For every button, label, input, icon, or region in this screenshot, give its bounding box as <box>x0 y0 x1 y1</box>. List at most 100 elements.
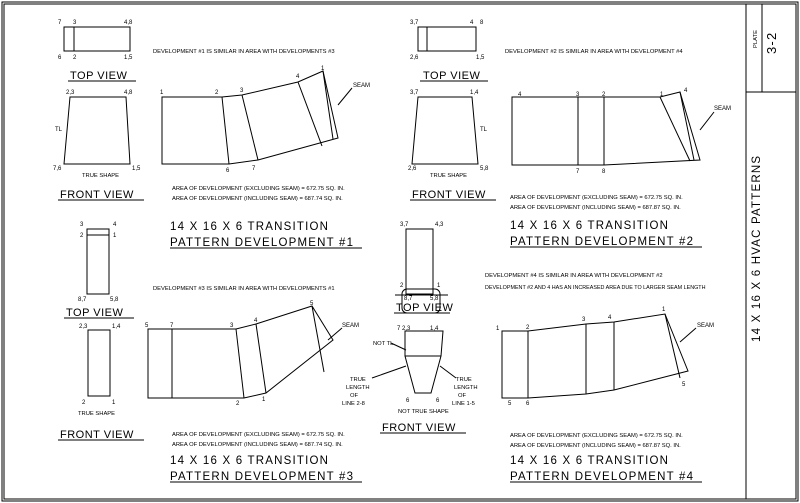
true-length-1-5-line4: LINE 1-5 <box>452 401 475 407</box>
fold-line <box>221 96 230 165</box>
top-view-2 <box>417 26 477 52</box>
seam-line <box>664 313 681 379</box>
dev1-heading-pattern: PATTERN DEVELOPMENT #1 <box>170 237 354 249</box>
top-view-1 <box>63 26 131 52</box>
seam-label: SEAM <box>353 83 370 89</box>
point-label: 7,6 <box>53 166 62 172</box>
point-label: 1,5 <box>132 166 141 172</box>
true-length-2-8-line4: LINE 2-8 <box>342 401 365 407</box>
dev3-heading-transition: 14 X 16 X 6 TRANSITION <box>170 455 329 467</box>
center-top-view <box>405 228 434 295</box>
quadrant-development-2: 3,7 4 8 2,6 1,5 TOP VIEW 3,7 1,4 TL 2,6 … <box>408 20 731 248</box>
point-label: 4 <box>470 20 474 26</box>
top-view-3-label: TOP VIEW <box>66 307 124 319</box>
point-label: 8,7 <box>404 296 413 302</box>
point-label: 5,8 <box>110 297 119 303</box>
point-label: 4,8 <box>124 90 133 96</box>
point-label: 1 <box>660 92 664 98</box>
point-label: 3,7 <box>410 20 419 26</box>
true-length-2-8-line2: LENGTH <box>346 385 370 391</box>
point-label: 7 <box>252 166 256 172</box>
true-length-1-5-line1: TRUE <box>456 377 472 383</box>
dev2-similar-note: DEVELOPMENT #2 IS SIMILAR IN AREA WITH D… <box>505 49 683 55</box>
true-length-1-5-line2: LENGTH <box>454 385 478 391</box>
point-label: 3 <box>73 20 77 26</box>
dev4-similar-note: DEVELOPMENT #4 IS SIMILAR IN AREA WITH D… <box>485 273 663 279</box>
seam-line <box>679 91 695 161</box>
true-shape-label: TRUE SHAPE <box>82 173 119 179</box>
front-view-3 <box>87 329 111 397</box>
quadrant-development-4: SEAM 1 2 3 4 1 5 5 6 DEVELOPMENT #4 IS S… <box>485 273 714 483</box>
point-label: 3,7 <box>400 222 409 228</box>
point-label: 2 <box>80 233 84 239</box>
front-view-2-label: FRONT VIEW <box>412 189 486 201</box>
point-label: 7 <box>170 323 174 329</box>
point-label: 1 <box>662 307 666 313</box>
top-view-1-label: TOP VIEW <box>70 70 128 82</box>
true-length-2-8-line3: OF <box>350 393 359 399</box>
point-label: 1,4 <box>112 324 121 330</box>
point-label: 1,4 <box>470 90 479 96</box>
center-front-view <box>404 330 444 394</box>
point-label: 5 <box>145 323 149 329</box>
center-oblique-views: 3,7 4,3 2 1 8,7 5,8 TOP VIEW 7 2,3 1,4 N… <box>342 222 478 434</box>
point-label: 5 <box>508 401 512 407</box>
top-view-2-label: TOP VIEW <box>423 70 481 82</box>
point-label: 5,8 <box>480 166 489 172</box>
point-label: 4 <box>608 315 612 321</box>
point-label: 4 <box>113 222 117 228</box>
pattern-development-1: SEAM 1 2 3 4 1 6 7 <box>160 66 370 174</box>
fold-line <box>235 328 245 399</box>
point-label: 1 <box>160 90 164 96</box>
seam-line <box>322 70 334 140</box>
point-label: 7 <box>576 169 580 175</box>
pattern-development-3: SEAM 5 7 3 4 5 2 1 <box>145 301 359 407</box>
point-label: 2,6 <box>410 55 419 61</box>
dev3-similar-note: DEVELOPMENT #3 IS SIMILAR IN AREA WITH D… <box>153 286 335 292</box>
quadrant-development-1: 7 3 4,8 6 2 1,5 TOP VIEW 2,3 4,8 TL 7,6 … <box>53 20 370 249</box>
point-label: 8 <box>602 169 606 175</box>
fold-line <box>255 323 267 394</box>
front-view-2 <box>411 96 479 165</box>
point-label: 8 <box>480 20 484 26</box>
point-label: 5 <box>310 301 314 307</box>
seam-leader <box>337 87 353 106</box>
dev4-area-excluding: AREA OF DEVELOPMENT (EXCLUDING SEAM) = 6… <box>510 433 683 439</box>
seam-label: SEAM <box>342 323 359 329</box>
point-label: 1,4 <box>430 326 439 332</box>
point-label: 6 <box>58 55 62 61</box>
point-label: 1 <box>262 397 266 403</box>
dev1-area-excluding: AREA OF DEVELOPMENT (EXCLUDING SEAM) = 6… <box>172 186 345 192</box>
seam-leader <box>327 327 343 341</box>
point-label: 2,6 <box>408 166 417 172</box>
seam-label: SEAM <box>714 106 731 112</box>
true-length-leader <box>439 365 457 379</box>
pattern-1-outline <box>161 70 339 165</box>
not-tl-leader <box>390 342 407 351</box>
point-label: 4 <box>254 318 258 324</box>
point-label: 6 <box>436 398 440 404</box>
plate-number: 3-2 <box>764 32 779 54</box>
point-label: 3 <box>80 222 84 228</box>
point-label: 4,3 <box>435 222 444 228</box>
tl-label: TL <box>480 127 488 133</box>
point-label: 1,5 <box>476 55 485 61</box>
point-label: 1 <box>113 233 117 239</box>
point-label: 2 <box>73 55 77 61</box>
point-label: 2 <box>82 400 86 406</box>
seam-label: SEAM <box>697 323 714 329</box>
fold-line <box>659 96 691 162</box>
point-label: 4 <box>518 92 522 98</box>
point-label: 6 <box>226 168 230 174</box>
dev4-heading-pattern: PATTERN DEVELOPMENT #4 <box>510 471 694 483</box>
center-top-view-label: TOP VIEW <box>396 302 454 314</box>
dev2-heading-transition: 14 X 16 X 6 TRANSITION <box>510 220 669 232</box>
not-tl-label: NOT TL <box>373 341 394 347</box>
point-label: 5,8 <box>430 296 439 302</box>
dev2-heading-pattern: PATTERN DEVELOPMENT #2 <box>510 236 694 248</box>
point-label: 4 <box>684 88 688 94</box>
dev3-area-including: AREA OF DEVELOPMENT (INCLUDING SEAM) = 6… <box>172 442 343 448</box>
point-label: 2,3 <box>66 90 75 96</box>
